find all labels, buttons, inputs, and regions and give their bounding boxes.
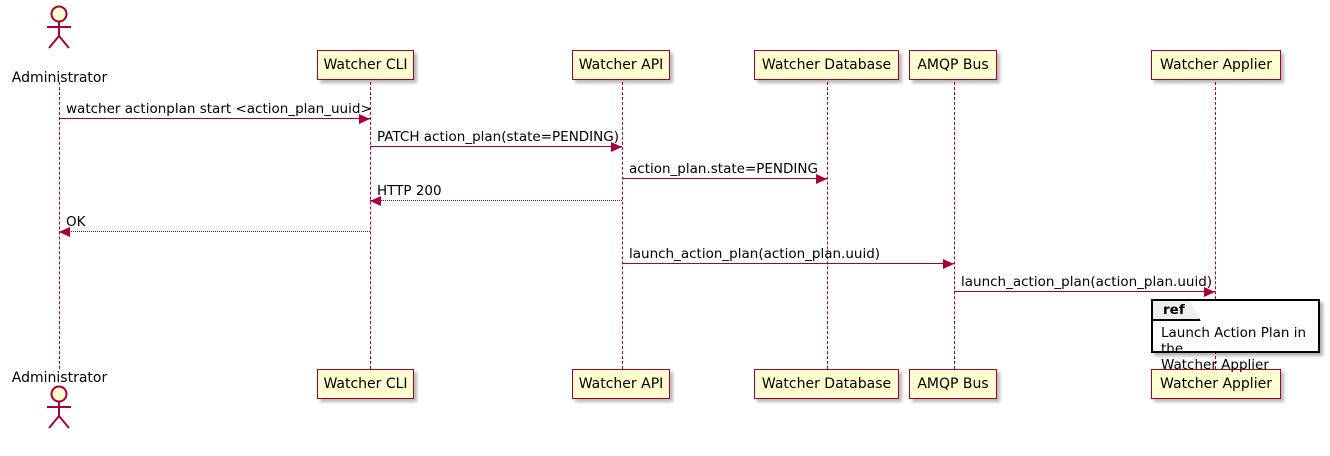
lifeline-amqp-bus	[954, 82, 955, 369]
message-label-3: HTTP 200	[377, 183, 442, 199]
message-label-4: OK	[66, 214, 86, 230]
message-line-4	[59, 231, 370, 232]
message-label-2: action_plan.state=PENDING	[629, 161, 818, 177]
participant-box-watcher-cli-top[interactable]: Watcher CLI	[317, 50, 414, 80]
actor-label-administrator: Administrator	[11, 70, 108, 86]
message-label-6: launch_action_plan(action_plan.uuid)	[961, 274, 1213, 290]
message-label-5: launch_action_plan(action_plan.uuid)	[629, 246, 881, 262]
participant-box-watcher-api-bottom[interactable]: Watcher API	[572, 369, 670, 399]
lifeline-watcher-database	[827, 82, 828, 369]
participant-box-amqp-bus-top[interactable]: AMQP Bus	[909, 50, 997, 80]
message-label-1: PATCH action_plan(state=PENDING)	[377, 129, 619, 145]
message-arrowhead-6	[1204, 286, 1215, 297]
message-arrowhead-5	[943, 258, 954, 269]
lifeline-watcher-applier	[1215, 82, 1216, 369]
message-arrowhead-3	[370, 195, 381, 206]
message-line-0	[59, 118, 370, 119]
participant-box-watcher-database-top[interactable]: Watcher Database	[754, 50, 899, 80]
actor-figure-icon	[47, 5, 71, 49]
actor-figure-icon	[47, 385, 71, 429]
message-line-3	[370, 200, 622, 201]
participant-box-watcher-applier-bottom[interactable]: Watcher Applier	[1151, 369, 1281, 399]
participant-box-watcher-database-bottom[interactable]: Watcher Database	[754, 369, 899, 399]
message-label-0: watcher actionplan start <action_plan_uu…	[66, 101, 372, 117]
message-line-6	[954, 291, 1215, 292]
participant-box-amqp-bus-bottom[interactable]: AMQP Bus	[909, 369, 997, 399]
lifeline-administrator	[59, 82, 60, 369]
ref-fragment-tag: ref	[1153, 301, 1201, 321]
participant-box-watcher-cli-bottom[interactable]: Watcher CLI	[317, 369, 414, 399]
message-arrowhead-0	[359, 113, 370, 124]
message-arrowhead-4	[59, 226, 70, 237]
lifeline-watcher-cli	[370, 82, 371, 369]
message-line-1	[370, 146, 622, 147]
message-line-2	[622, 178, 827, 179]
lifeline-watcher-api	[622, 82, 623, 369]
message-arrowhead-2	[816, 173, 827, 184]
actor-label-administrator: Administrator	[11, 370, 108, 386]
ref-fragment-text: Launch Action Plan in the Watcher Applie…	[1161, 325, 1307, 373]
message-arrowhead-1	[611, 141, 622, 152]
message-line-5	[622, 263, 954, 264]
participant-box-watcher-api-top[interactable]: Watcher API	[572, 50, 670, 80]
participant-box-watcher-applier-top[interactable]: Watcher Applier	[1151, 50, 1281, 80]
